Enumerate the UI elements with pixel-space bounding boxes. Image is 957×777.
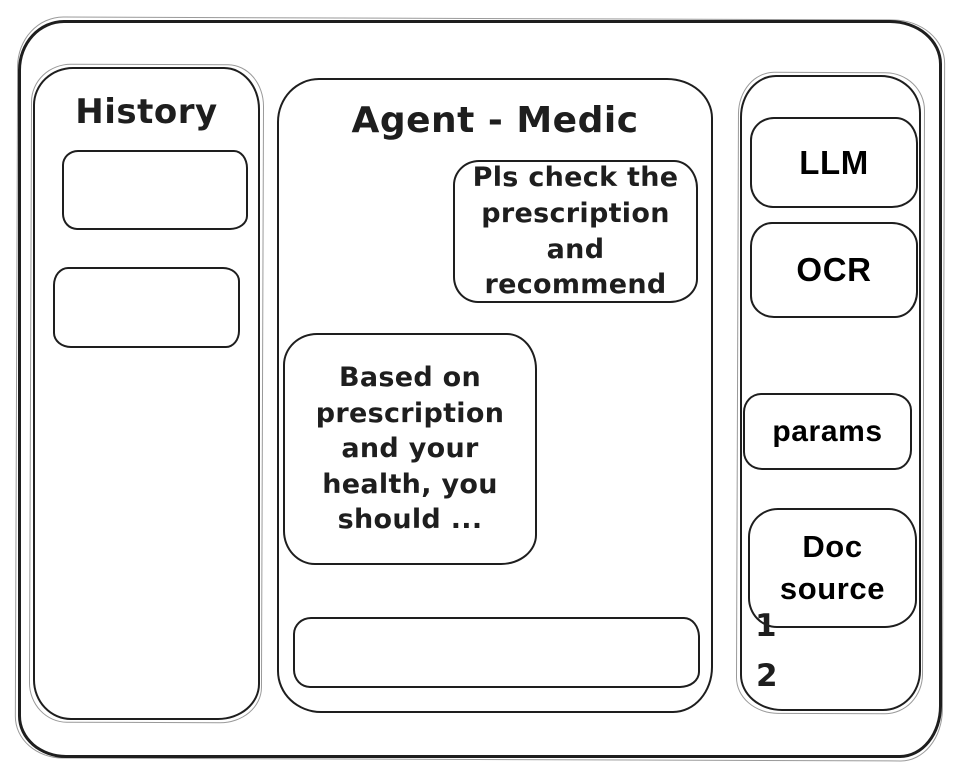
history-title: History [75,92,218,132]
chat-input-bar[interactable] [293,617,700,688]
params-button-label: params [772,414,883,448]
ocr-button-label: OCR [796,251,872,288]
llm-button[interactable]: LLM [750,117,918,208]
user-message-bubble: Pls check the prescription and recommend [453,160,698,303]
history-item[interactable] [53,267,240,348]
assistant-message-bubble: Based on prescription and your health, y… [283,333,537,565]
ocr-button[interactable]: OCR [750,222,918,318]
assistant-message-text: Based on prescription and your health, y… [315,361,505,536]
history-item[interactable] [62,150,248,230]
chat-input[interactable] [295,619,698,686]
params-button[interactable]: params [743,393,912,470]
llm-button-label: LLM [799,143,869,181]
doc-source-item-1[interactable]: 1 [755,608,778,644]
chat-title: Agent - Medic [351,100,639,141]
doc-source-item-2[interactable]: 2 [756,658,779,694]
doc-source-button[interactable]: Doc source [748,508,917,628]
doc-source-button-label: Doc source [779,529,886,606]
user-message-text: Pls check the prescription and recommend [472,162,679,301]
